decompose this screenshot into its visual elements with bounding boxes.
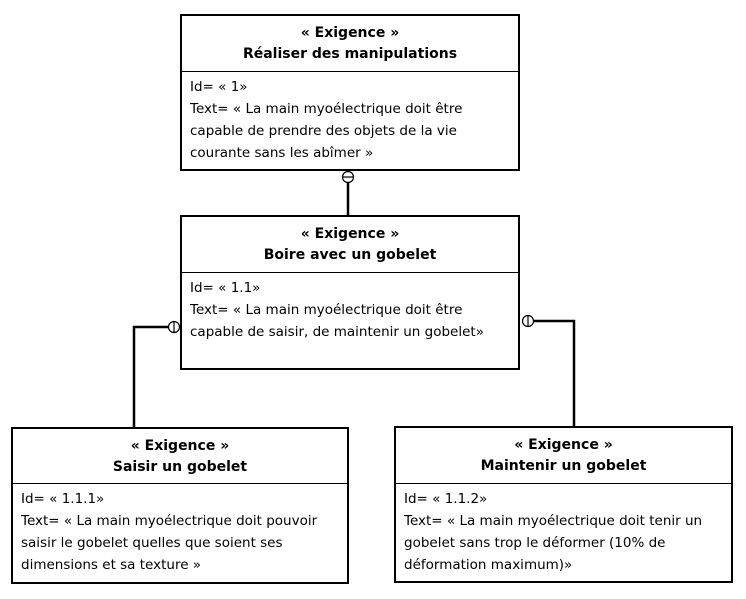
requirement-block-drink[interactable]: « Exigence » Boire avec un gobelet Id= «…	[180, 215, 520, 370]
text-property-line: courante sans les abîmer »	[190, 145, 374, 161]
block-header: « Exigence » Réaliser des manipulations	[182, 16, 518, 72]
block-properties: Id= « 1» Text= « La main myoélectrique d…	[182, 72, 518, 164]
block-name: Maintenir un gobelet	[480, 458, 647, 474]
block-header: « Exigence » Saisir un gobelet	[13, 429, 347, 484]
text-property-line: capable de saisir, de maintenir un gobel…	[190, 324, 484, 340]
text-property-line: Text= « La main myoélectrique doit pouvo…	[21, 513, 318, 529]
requirement-block-root[interactable]: « Exigence » Réaliser des manipulations …	[180, 14, 520, 171]
id-property: Id= « 1.1.1»	[21, 491, 105, 507]
text-property-line: gobelet sans trop le déformer (10% de	[404, 535, 666, 551]
stereotype-label: « Exigence »	[514, 437, 613, 453]
text-property-line: Text= « La main myoélectrique doit être	[190, 302, 463, 318]
block-properties: Id= « 1.1» Text= « La main myoélectrique…	[182, 273, 518, 343]
link-grab-drink	[132, 325, 168, 427]
id-property: Id= « 1.1»	[190, 280, 261, 296]
block-properties: Id= « 1.1.1» Text= « La main myoélectriq…	[13, 484, 347, 576]
text-property-line: Text= « La main myoélectrique doit être	[190, 101, 463, 117]
id-property: Id= « 1.1.2»	[404, 491, 488, 507]
stereotype-label: « Exigence »	[130, 438, 230, 454]
requirement-block-hold[interactable]: « Exigence » Maintenir un gobelet Id= « …	[394, 426, 733, 583]
block-header: « Exigence » Maintenir un gobelet	[396, 428, 731, 484]
text-property-line: Text= « La main myoélectrique doit tenir…	[404, 513, 703, 529]
stereotype-label: « Exigence »	[300, 226, 400, 242]
link-hold-drink	[534, 319, 576, 426]
requirement-block-grab[interactable]: « Exigence » Saisir un gobelet Id= « 1.1…	[11, 427, 349, 584]
text-property-line: saisir le gobelet quelles que soient ses	[21, 535, 283, 551]
block-name: Réaliser des manipulations	[242, 46, 458, 62]
text-property-line: capable de prendre des objets de la vie	[190, 123, 457, 139]
id-property: Id= « 1»	[190, 79, 248, 95]
block-name: Saisir un gobelet	[112, 459, 248, 475]
block-properties: Id= « 1.1.2» Text= « La main myoélectriq…	[396, 484, 731, 576]
block-header: « Exigence » Boire avec un gobelet	[182, 217, 518, 273]
stereotype-label: « Exigence »	[300, 25, 400, 41]
text-property-line: déformation maximum)»	[404, 557, 573, 573]
block-name: Boire avec un gobelet	[263, 247, 437, 263]
text-property-line: dimensions et sa texture »	[21, 557, 202, 573]
